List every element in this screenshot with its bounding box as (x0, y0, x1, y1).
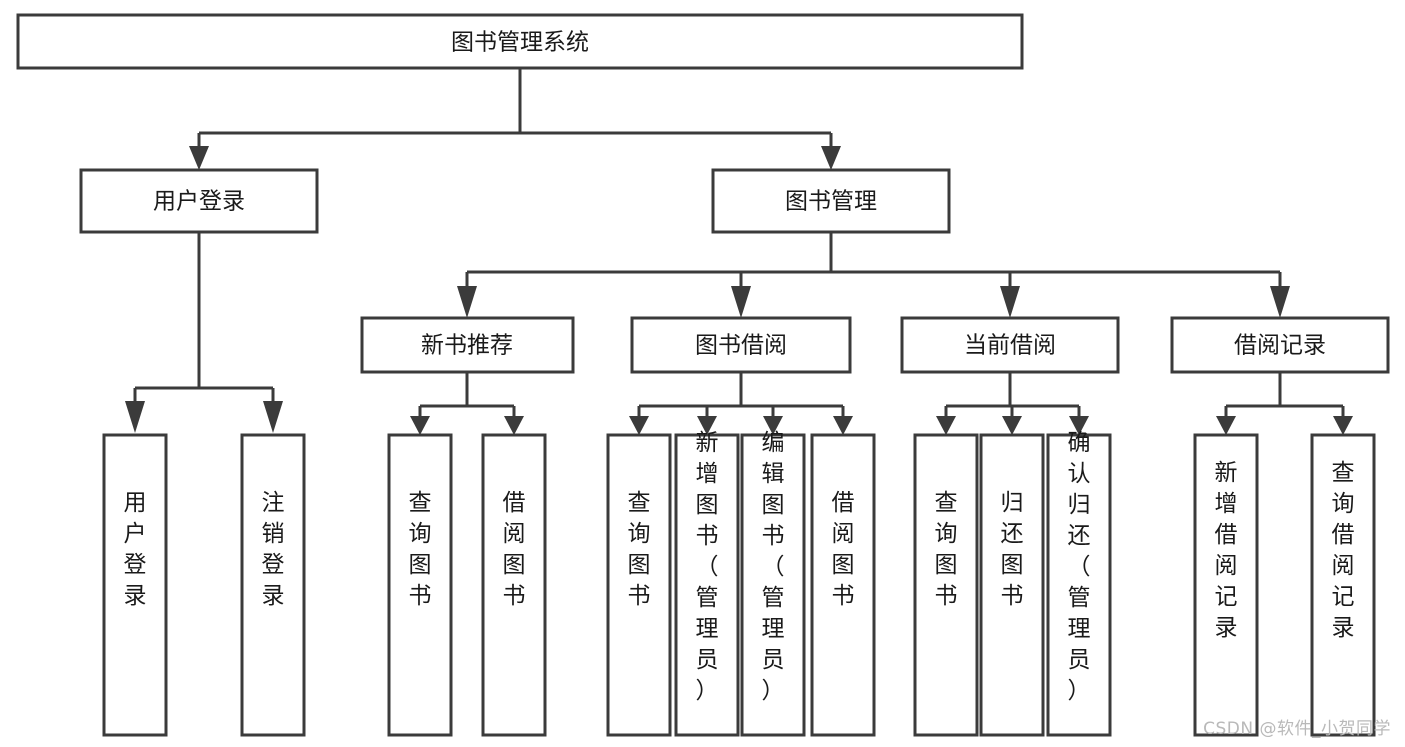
arrow-icon (1002, 416, 1022, 435)
leaf-records-query[interactable]: 查询借阅记录 (1310, 433, 1376, 737)
arrow-icon (1333, 416, 1353, 435)
leaf-box[interactable] (1046, 433, 1112, 737)
node-current-borrow-label: 当前借阅 (964, 333, 1056, 359)
leaf-user-logout[interactable]: 注销登录 (240, 433, 306, 737)
node-user-login[interactable]: 用户登录 (79, 168, 319, 234)
arrow-icon (189, 146, 209, 170)
leaf-records-add[interactable]: 新增借阅记录 (1193, 433, 1259, 737)
connector-current-to-leaves (936, 372, 1089, 435)
leaf-label: 查询借阅记录 (1332, 460, 1355, 641)
node-new-book-recommend[interactable]: 新书推荐 (360, 316, 575, 374)
leaf-label: 查询图书 (935, 490, 958, 609)
connector-user-login-to-leaves (125, 232, 283, 433)
arrow-icon (263, 401, 283, 433)
leaf-label: 查询图书 (628, 490, 651, 609)
arrow-icon (833, 416, 853, 435)
connector-borrow-to-leaves (629, 372, 853, 435)
node-current-borrow[interactable]: 当前借阅 (900, 316, 1120, 374)
node-borrow-records[interactable]: 借阅记录 (1170, 316, 1390, 374)
node-user-login-label: 用户登录 (153, 189, 245, 215)
connector-root-to-level2 (189, 68, 841, 170)
leaf-label: 借阅图书 (832, 490, 855, 609)
leaf-box[interactable] (1193, 433, 1259, 737)
node-book-management-box[interactable] (711, 168, 951, 234)
leaf-label: 借阅图书 (503, 490, 526, 609)
leaf-box[interactable] (979, 433, 1045, 737)
leaf-newbook-query[interactable]: 查询图书 (387, 433, 453, 737)
leaf-box[interactable] (913, 433, 979, 737)
leaf-borrow-borrow-book[interactable]: 借阅图书 (810, 433, 876, 737)
leaf-box[interactable] (810, 433, 876, 737)
leaf-borrow-query[interactable]: 查询图书 (606, 433, 672, 737)
arrow-icon (1000, 286, 1020, 318)
leaf-label: 用户登录 (124, 490, 147, 609)
arrow-icon (936, 416, 956, 435)
leaf-borrow-edit-book[interactable]: 编辑图书（管理员） (740, 430, 806, 737)
leaf-box[interactable] (1310, 433, 1376, 737)
node-root-box[interactable] (16, 13, 1024, 70)
connector-new-book-to-leaves (410, 372, 524, 435)
node-user-login-box[interactable] (79, 168, 319, 234)
node-book-management-label: 图书管理 (785, 189, 877, 215)
leaf-user-login-1[interactable]: 用户登录 (102, 433, 168, 737)
arrow-icon (1216, 416, 1236, 435)
leaf-label: 新增图书（管理员） (696, 430, 719, 704)
leaf-label: 查询图书 (409, 490, 432, 609)
connector-records-to-leaves (1216, 372, 1353, 435)
arrow-icon (821, 146, 841, 170)
arrow-icon (629, 416, 649, 435)
node-root-label: 图书管理系统 (451, 30, 589, 56)
arrow-icon (125, 401, 145, 433)
node-borrow-records-label: 借阅记录 (1234, 333, 1326, 359)
leaf-box[interactable] (674, 433, 740, 737)
leaf-current-return[interactable]: 归还图书 (979, 433, 1045, 737)
leaf-box[interactable] (481, 433, 547, 737)
node-book-borrow[interactable]: 图书借阅 (630, 316, 852, 374)
node-book-management[interactable]: 图书管理 (711, 168, 951, 234)
leaf-box[interactable] (387, 433, 453, 737)
arrow-icon (1069, 416, 1089, 435)
connector-book-mgmt-to-level3 (457, 232, 1290, 318)
node-borrow-records-box[interactable] (1170, 316, 1390, 374)
leaf-label: 注销登录 (262, 490, 285, 609)
node-current-borrow-box[interactable] (900, 316, 1120, 374)
node-new-book-recommend-label: 新书推荐 (421, 333, 513, 359)
leaf-label: 归还图书 (1001, 490, 1024, 609)
leaf-current-confirm-return[interactable]: 确认归还（管理员） (1046, 430, 1112, 737)
node-new-book-recommend-box[interactable] (360, 316, 575, 374)
leaf-box[interactable] (740, 433, 806, 737)
node-root[interactable]: 图书管理系统 (16, 13, 1024, 70)
leaf-newbook-borrow[interactable]: 借阅图书 (481, 433, 547, 737)
leaf-label: 新增借阅记录 (1215, 460, 1238, 641)
arrow-icon (731, 286, 751, 318)
node-book-borrow-label: 图书借阅 (695, 333, 787, 359)
arrow-icon (504, 416, 524, 435)
arrow-icon (697, 416, 717, 435)
arrow-icon (763, 416, 783, 435)
leaf-borrow-add-book[interactable]: 新增图书（管理员） (674, 430, 740, 737)
node-book-borrow-box[interactable] (630, 316, 852, 374)
leaf-box[interactable] (102, 433, 168, 737)
leaf-label: 确认归还（管理员） (1068, 430, 1091, 704)
arrow-icon (457, 286, 477, 318)
arrow-icon (410, 416, 430, 435)
arrow-icon (1270, 286, 1290, 318)
leaf-box[interactable] (240, 433, 306, 737)
leaf-box[interactable] (606, 433, 672, 737)
leaf-current-query[interactable]: 查询图书 (913, 433, 979, 737)
leaf-label: 编辑图书（管理员） (762, 430, 785, 704)
